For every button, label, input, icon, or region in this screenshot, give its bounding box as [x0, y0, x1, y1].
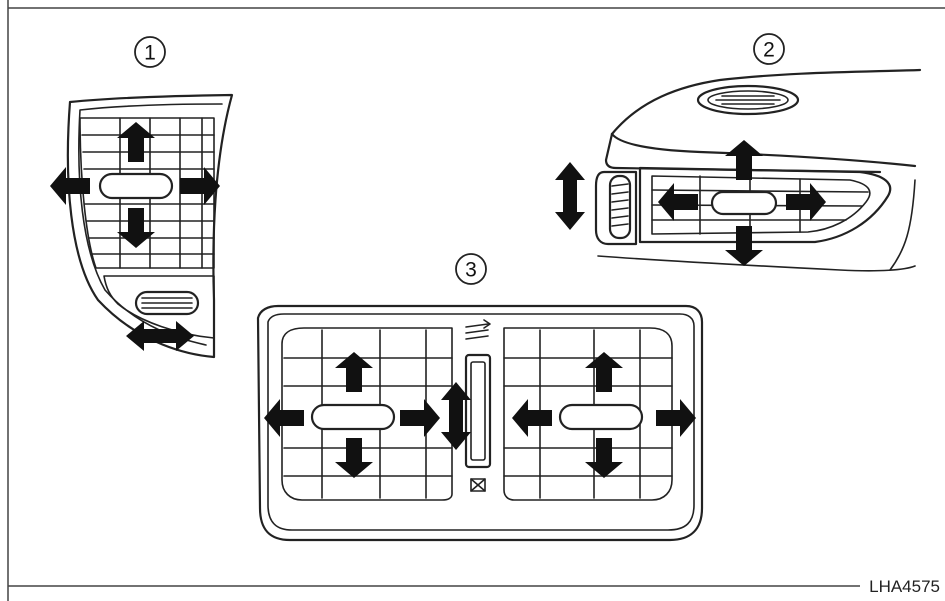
callout-1-label: 1: [144, 42, 156, 65]
callout-3: 3: [455, 253, 487, 285]
vent-2-dashboard: [555, 68, 922, 272]
callout-2-label: 2: [763, 39, 775, 62]
vent-1-side: [50, 93, 234, 359]
shutoff-icon: [470, 478, 486, 492]
figure-code: LHA4575: [869, 577, 940, 596]
callout-3-label: 3: [465, 259, 477, 282]
callout-2: 2: [753, 33, 785, 65]
callout-1: 1: [134, 36, 166, 68]
airflow-icon: [465, 319, 491, 340]
vent-3-rear-console: [256, 304, 704, 542]
